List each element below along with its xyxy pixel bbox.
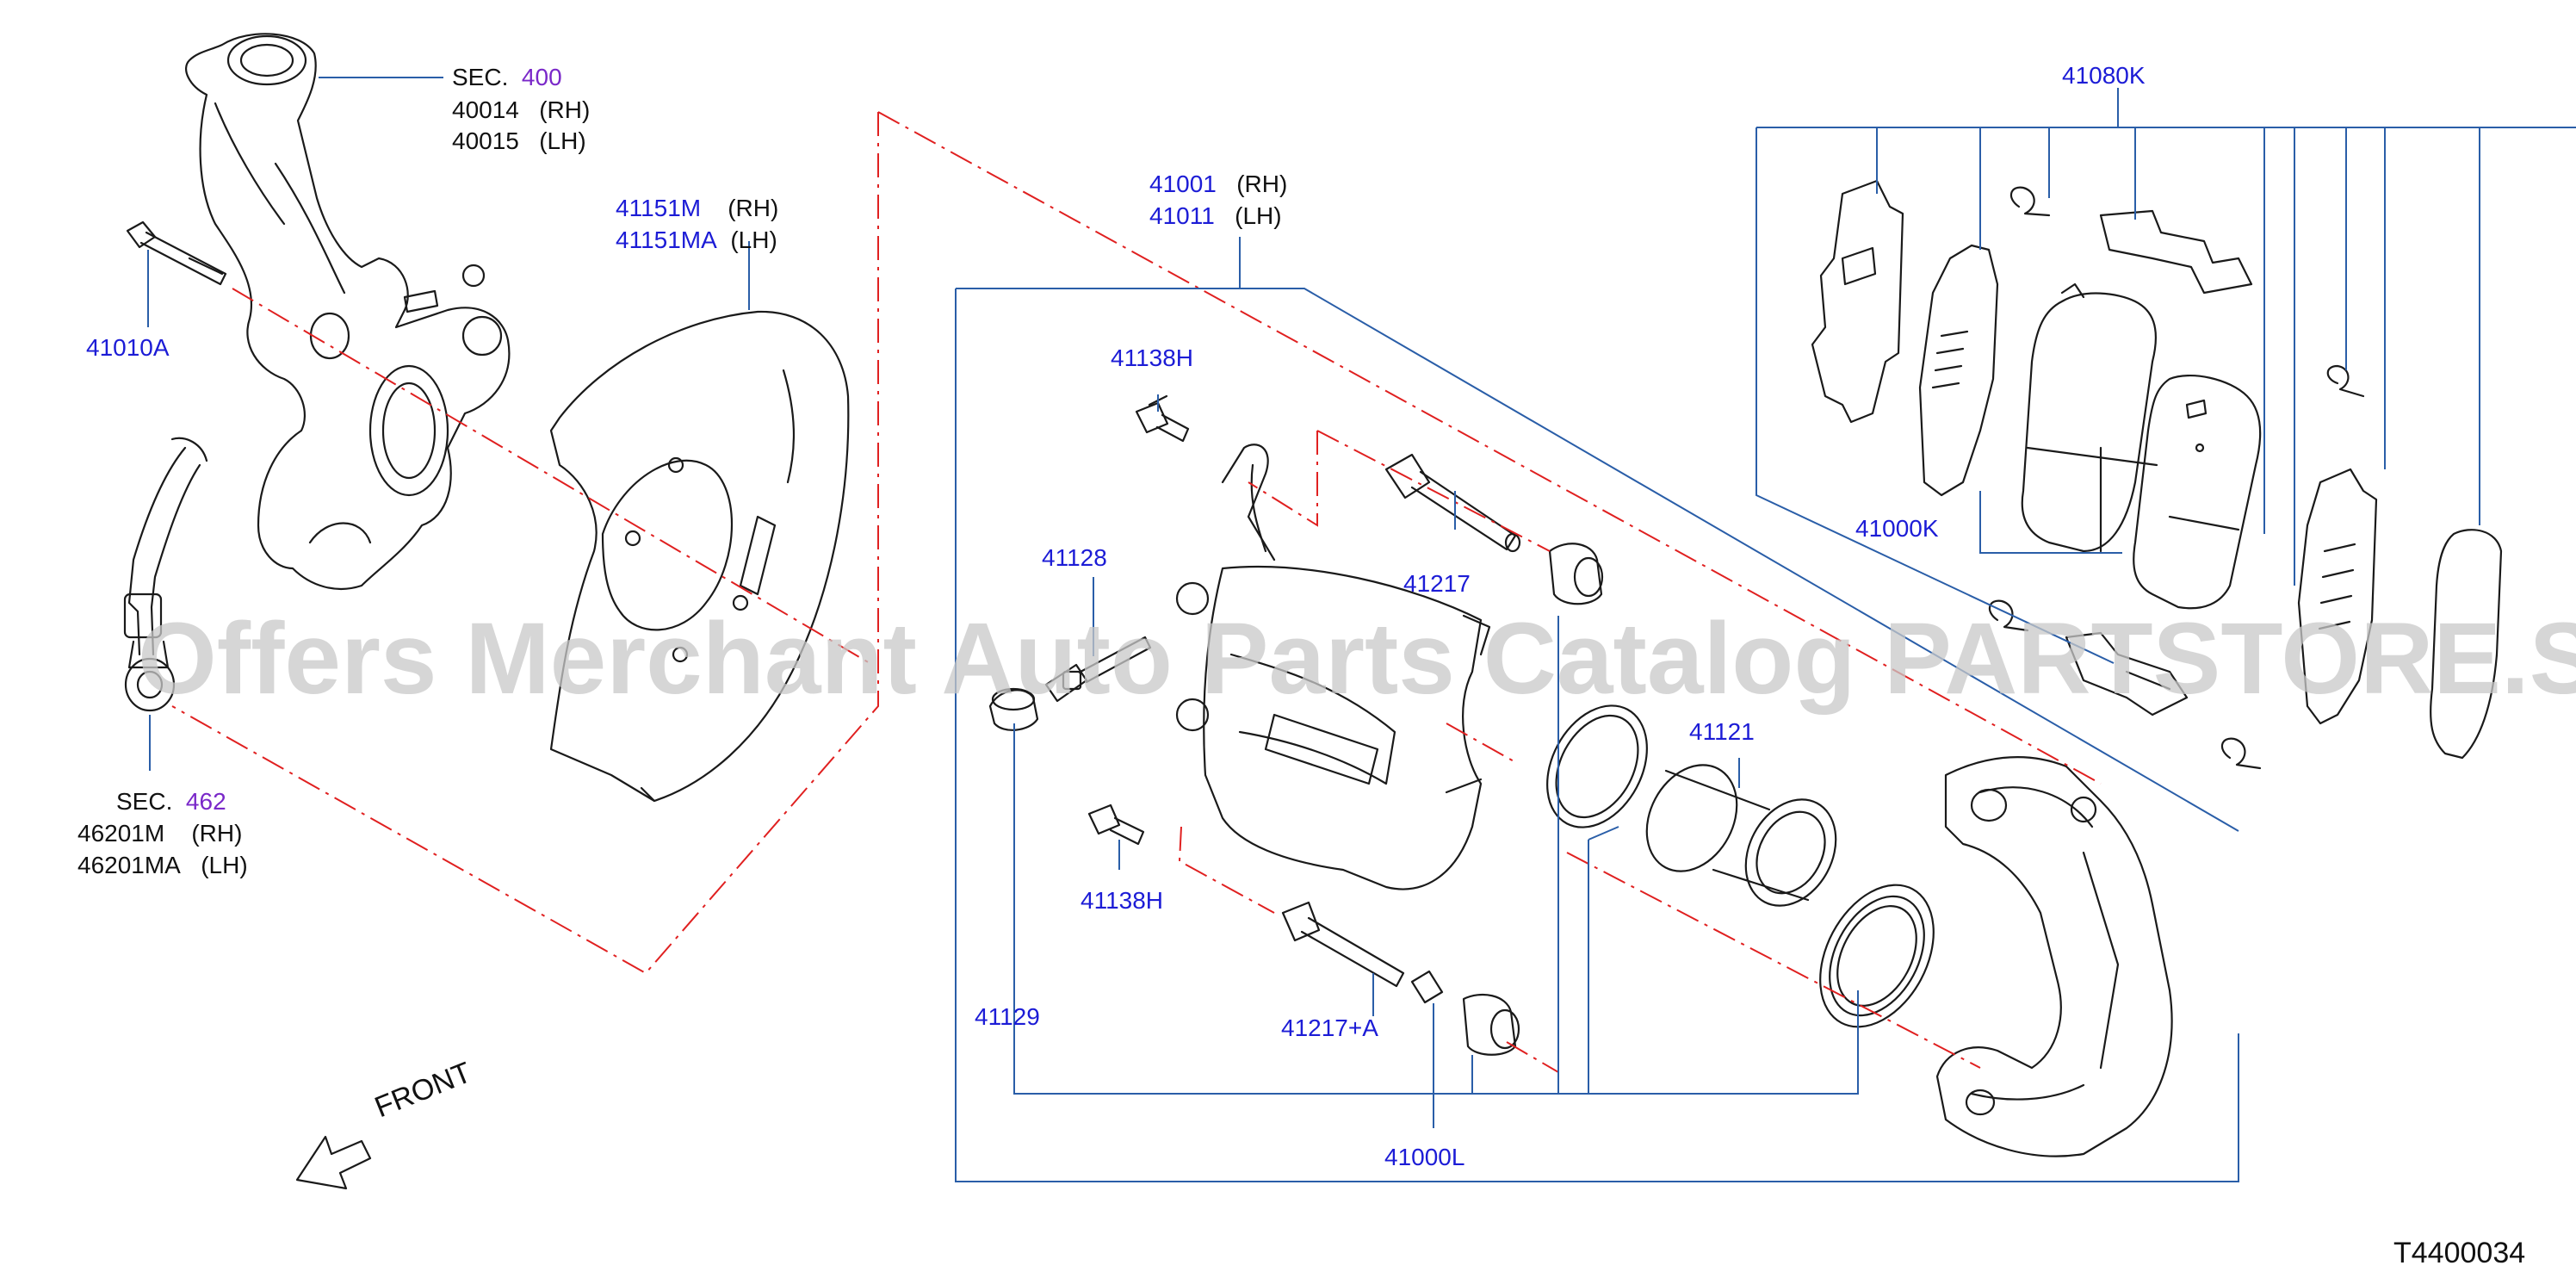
part-41217A[interactable]: 41217+A xyxy=(1281,1014,1378,1041)
sec462-l2: 46201MA xyxy=(77,852,181,878)
part-41151MA[interactable]: 41151MA xyxy=(616,226,717,253)
sec400-part-rh: 40014 (RH) xyxy=(452,96,590,124)
caliper-housing xyxy=(1175,444,1491,890)
brake-pad-inner xyxy=(2133,374,2262,610)
sec462-prefix: SEC. xyxy=(116,788,173,815)
sec462-l2-side: (LH) xyxy=(201,852,248,878)
pad-shim-inner-right xyxy=(2430,529,2503,760)
sec400-l1-side: (RH) xyxy=(539,96,591,123)
bleeder-screw xyxy=(1044,636,1152,703)
part-41001-rh: 41001 (RH) xyxy=(1149,171,1287,198)
part-41129[interactable]: 41129 xyxy=(975,1003,1040,1030)
part-41151M[interactable]: 41151M xyxy=(616,195,702,221)
piston xyxy=(1645,764,1837,907)
part-41138H-bottom[interactable]: 41138H xyxy=(1081,887,1164,914)
part-41011-lh: 41011 (LH) xyxy=(1149,202,1282,230)
sec400-l2: 40015 xyxy=(452,127,519,154)
sec462-l1-side: (RH) xyxy=(191,820,243,847)
part-41000L[interactable]: 41000L xyxy=(1384,1144,1465,1170)
part-41121[interactable]: 41121 xyxy=(1689,718,1755,745)
dust-shield xyxy=(549,310,850,803)
part-41151M-side: (RH) xyxy=(728,195,779,221)
pin-boot-upper xyxy=(1548,543,1604,605)
pad-spring-bottom-left xyxy=(1988,599,2029,632)
part-41001-side: (RH) xyxy=(1236,171,1288,197)
sec400-label: SEC. 400 xyxy=(452,64,562,91)
sec400-number[interactable]: 400 xyxy=(521,64,562,90)
sec400-l2-side: (LH) xyxy=(539,127,586,154)
part-41151-lh: 41151MA (LH) xyxy=(616,226,777,254)
pad-clip-lower xyxy=(2065,631,2189,717)
part-41011[interactable]: 41011 xyxy=(1149,202,1215,229)
pad-clip-upper xyxy=(2099,209,2253,295)
part-41217[interactable]: 41217 xyxy=(1403,570,1471,597)
caliper-bolt-bottom xyxy=(1087,803,1145,846)
sec400-part-lh: 40015 (LH) xyxy=(452,127,586,155)
pin-boot-lower xyxy=(1462,993,1520,1056)
sec462-part-lh: 46201MA (LH) xyxy=(77,852,248,879)
sheet-id: T4400034 xyxy=(2393,1237,2526,1269)
alignment-lines xyxy=(171,111,2102,1074)
sec400-l1: 40014 xyxy=(452,96,519,123)
torque-member-bracket xyxy=(1935,755,2173,1157)
pad-spring-right xyxy=(2326,364,2365,398)
part-41010A[interactable]: 41010A xyxy=(86,334,170,361)
pad-shim-outer-mid xyxy=(1918,244,1999,497)
leader-lines xyxy=(147,77,2576,1182)
sec462-part-rh: 46201M (RH) xyxy=(77,820,242,847)
part-41138H-top[interactable]: 41138H xyxy=(1111,344,1194,371)
part-41011-side: (LH) xyxy=(1235,202,1282,229)
part-41151-rh: 41151M (RH) xyxy=(616,195,778,222)
pad-spring-bottom-right xyxy=(2220,737,2262,770)
hub-bolt xyxy=(126,220,227,286)
pad-shim-inner-mid xyxy=(2297,468,2378,725)
sec462-label: SEC. 462 xyxy=(116,788,226,816)
brake-pad-outer xyxy=(2021,282,2158,553)
front-arrow xyxy=(295,1135,372,1190)
part-41128[interactable]: 41128 xyxy=(1042,544,1107,571)
part-41001[interactable]: 41001 xyxy=(1149,171,1217,197)
slide-pin-lower xyxy=(1281,901,1444,1004)
pad-shim-outer-left xyxy=(1811,179,1904,424)
steering-knuckle xyxy=(184,33,511,590)
part-41080K[interactable]: 41080K xyxy=(2062,62,2146,89)
part-41151MA-side: (LH) xyxy=(730,226,777,253)
part-41000K[interactable]: 41000K xyxy=(1855,515,1939,542)
piston-dust-boot xyxy=(1819,884,1935,1028)
bleeder-cap xyxy=(988,687,1039,731)
sec462-l1: 46201M xyxy=(77,820,165,847)
slide-pin-upper xyxy=(1384,453,1521,553)
pad-spring-top xyxy=(2009,186,2051,217)
speed-sensor-harness xyxy=(123,437,208,712)
caliper-bolt-top xyxy=(1135,394,1190,443)
watermark: Offers Merchant Auto Parts Catalog PARTS… xyxy=(138,602,2576,716)
sec462-number[interactable]: 462 xyxy=(185,788,226,815)
sec400-prefix: SEC. xyxy=(452,64,509,90)
